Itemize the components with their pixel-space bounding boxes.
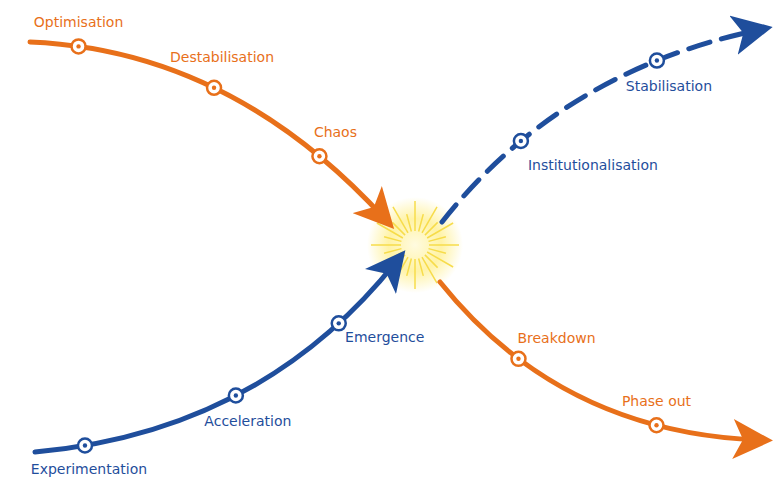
burst-ray: [407, 259, 412, 276]
burst-ray: [377, 252, 403, 267]
phase-marker: [649, 418, 663, 432]
burst-ray: [393, 207, 408, 233]
phase-label: Breakdown: [515, 330, 597, 347]
marker-dot: [212, 86, 216, 90]
phase-label: Chaos: [312, 124, 359, 141]
phase-marker: [312, 149, 326, 163]
burst-ray: [384, 249, 401, 254]
burst-ray: [407, 214, 412, 231]
marker-dot: [655, 58, 659, 62]
burst-ray: [419, 214, 424, 231]
burst-ray: [414, 201, 416, 231]
marker-dot: [337, 321, 341, 325]
phase-label: Experimentation: [29, 461, 149, 478]
burst-ray: [419, 259, 424, 276]
phase-marker: [72, 39, 86, 53]
burst-ray: [377, 223, 403, 238]
emerging-curve: [442, 30, 758, 222]
phase-marker: [511, 352, 525, 366]
marker-dot: [519, 139, 523, 143]
burst-ray: [429, 244, 459, 246]
phase-marker: [332, 316, 346, 330]
phase-label: Stabilisation: [624, 78, 714, 95]
phase-label: Optimisation: [32, 14, 126, 31]
phase-markers: [72, 39, 664, 452]
declining-curve: [440, 282, 758, 440]
phase-label: Destabilisation: [168, 49, 276, 66]
marker-dot: [234, 393, 238, 397]
phase-label: Institutionalisation: [526, 157, 660, 174]
marker-dot: [516, 357, 520, 361]
burst-ray: [427, 223, 453, 238]
phase-label: Emergence: [343, 329, 426, 346]
marker-dot: [654, 423, 658, 427]
emerging-curve: [35, 262, 396, 452]
phase-label: Acceleration: [202, 413, 293, 430]
burst-ray: [427, 252, 453, 267]
burst-ray: [429, 237, 446, 242]
burst-ray: [414, 259, 416, 289]
declining-curve: [30, 42, 384, 218]
phase-marker: [207, 81, 221, 95]
burst-ray: [422, 257, 437, 283]
burst-ray: [422, 207, 437, 233]
burst-ray: [371, 244, 401, 246]
burst-ray: [384, 237, 401, 242]
burst-ray: [429, 249, 446, 254]
marker-dot: [317, 154, 321, 158]
phase-marker: [229, 388, 243, 402]
phase-marker: [650, 54, 664, 68]
phase-marker: [78, 439, 92, 453]
phase-label: Phase out: [620, 393, 693, 410]
marker-dot: [76, 44, 80, 48]
phase-marker: [514, 134, 528, 148]
marker-dot: [83, 443, 87, 447]
